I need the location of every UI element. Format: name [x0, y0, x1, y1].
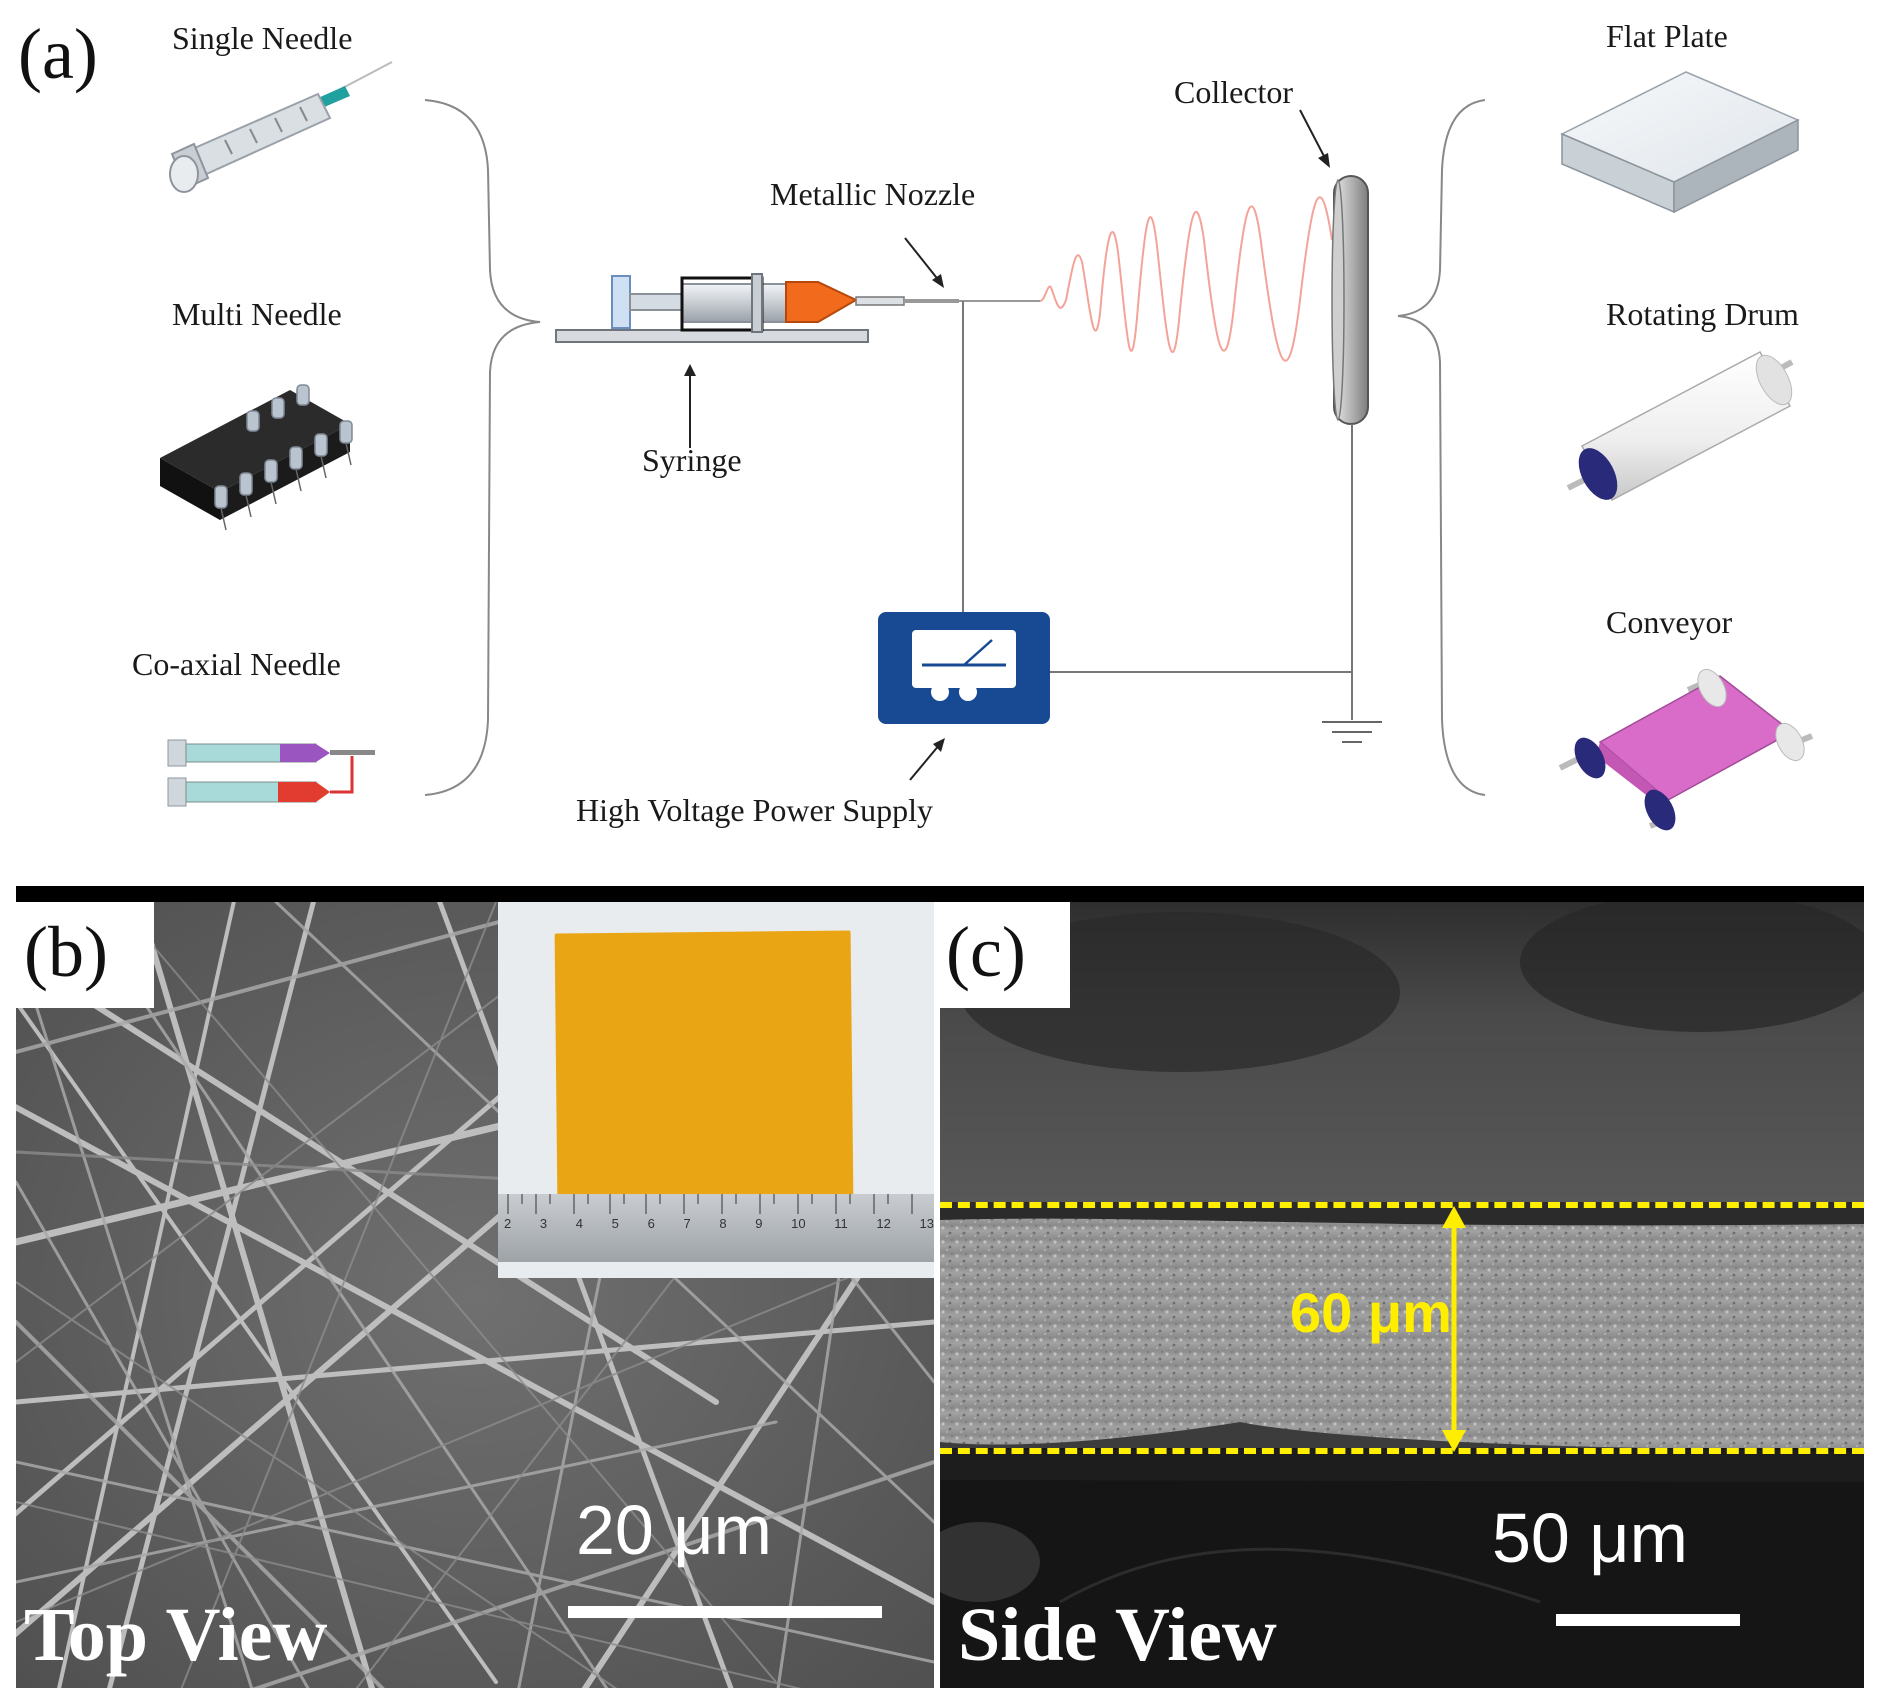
- left-brace: [424, 99, 541, 796]
- ruler-tick: 5: [611, 1216, 619, 1231]
- thickness-arrow: [1442, 1206, 1466, 1452]
- panel-c-letter: (c): [946, 912, 1026, 992]
- right-brace: [1397, 99, 1486, 796]
- scale-bar-b: [568, 1606, 882, 1618]
- ruler-tick: 4: [575, 1216, 584, 1231]
- label-coaxial-needle: Co-axial Needle: [132, 646, 341, 682]
- ruler-tick: 6: [647, 1216, 655, 1231]
- panel-b-letter: (b): [24, 912, 108, 992]
- panel-separator: [934, 902, 940, 1688]
- top-view-label: Top View: [24, 1593, 328, 1677]
- ruler-tick-labels: 2 3 4 5 6 7 8 9 10 11 12 13: [504, 1216, 934, 1231]
- ruler-tick: 9: [755, 1216, 763, 1231]
- panel-a: (a): [18, 14, 1814, 831]
- label-metallic-nozzle: Metallic Nozzle: [770, 176, 976, 212]
- conveyor-icon: [1558, 668, 1814, 831]
- scale-bar-label-b: 20 μm: [576, 1491, 772, 1569]
- panel-c-letter-box: (c): [940, 902, 1070, 1008]
- boundary-line-top: [940, 1202, 1864, 1208]
- ruler-tick: 2: [504, 1216, 512, 1231]
- ruler-tick: 7: [683, 1216, 691, 1231]
- electrospinning-diagram: [160, 61, 1814, 831]
- whipping-jet: [1039, 196, 1333, 362]
- coaxial-needle-icon: [167, 739, 375, 807]
- label-flat-plate: Flat Plate: [1606, 18, 1728, 54]
- sample-photo-inset: 2 3 4 5 6 7 8 9 10 11 12 13: [498, 902, 934, 1278]
- syringe-icon: [169, 61, 393, 193]
- label-single-needle: Single Needle: [172, 20, 353, 56]
- ruler-tick: 13: [919, 1216, 934, 1231]
- ruler-tick: 12: [876, 1216, 891, 1231]
- scale-bar-label-c: 50 μm: [1492, 1499, 1688, 1577]
- ground-icon: [1322, 721, 1382, 743]
- syringe-pump-icon: [555, 273, 959, 343]
- panel-b-letter-box: (b): [16, 902, 154, 1008]
- label-syringe: Syringe: [642, 442, 742, 478]
- label-rotating-drum: Rotating Drum: [1606, 296, 1799, 332]
- boundary-line-bottom: [940, 1448, 1864, 1454]
- scale-bar-c: [1556, 1614, 1740, 1626]
- ruler-tick: 11: [834, 1216, 848, 1231]
- ruler-tick: 8: [719, 1216, 727, 1231]
- label-collector: Collector: [1174, 74, 1294, 110]
- label-high-voltage-power-supply: High Voltage Power Supply: [576, 792, 934, 828]
- label-conveyor: Conveyor: [1606, 604, 1733, 640]
- sem-cross-section-image: [940, 902, 1864, 1688]
- multi-needle-icon: [160, 384, 353, 531]
- panel-a-letter: (a): [18, 14, 98, 94]
- ruler: 2 3 4 5 6 7 8 9 10 11 12 13: [498, 1194, 934, 1262]
- power-supply-icon: [878, 612, 1050, 724]
- panel-c: 60 μm (c) 50 μm Side View: [940, 902, 1864, 1688]
- sample-membrane: [554, 930, 854, 1204]
- thickness-label: 60 μm: [1290, 1281, 1452, 1344]
- divider-bar: [16, 886, 1864, 902]
- flat-plate-icon: [1560, 71, 1800, 214]
- label-multi-needle: Multi Needle: [172, 296, 342, 332]
- ruler-tick: 3: [539, 1216, 548, 1231]
- collector-icon: [1331, 175, 1369, 425]
- ruler-tick: 10: [791, 1216, 806, 1231]
- side-view-label: Side View: [958, 1593, 1277, 1677]
- rotating-drum-icon: [1566, 350, 1794, 502]
- panel-b: 2 3 4 5 6 7 8 9 10 11 12 13 (b) 20 μm To…: [16, 902, 934, 1688]
